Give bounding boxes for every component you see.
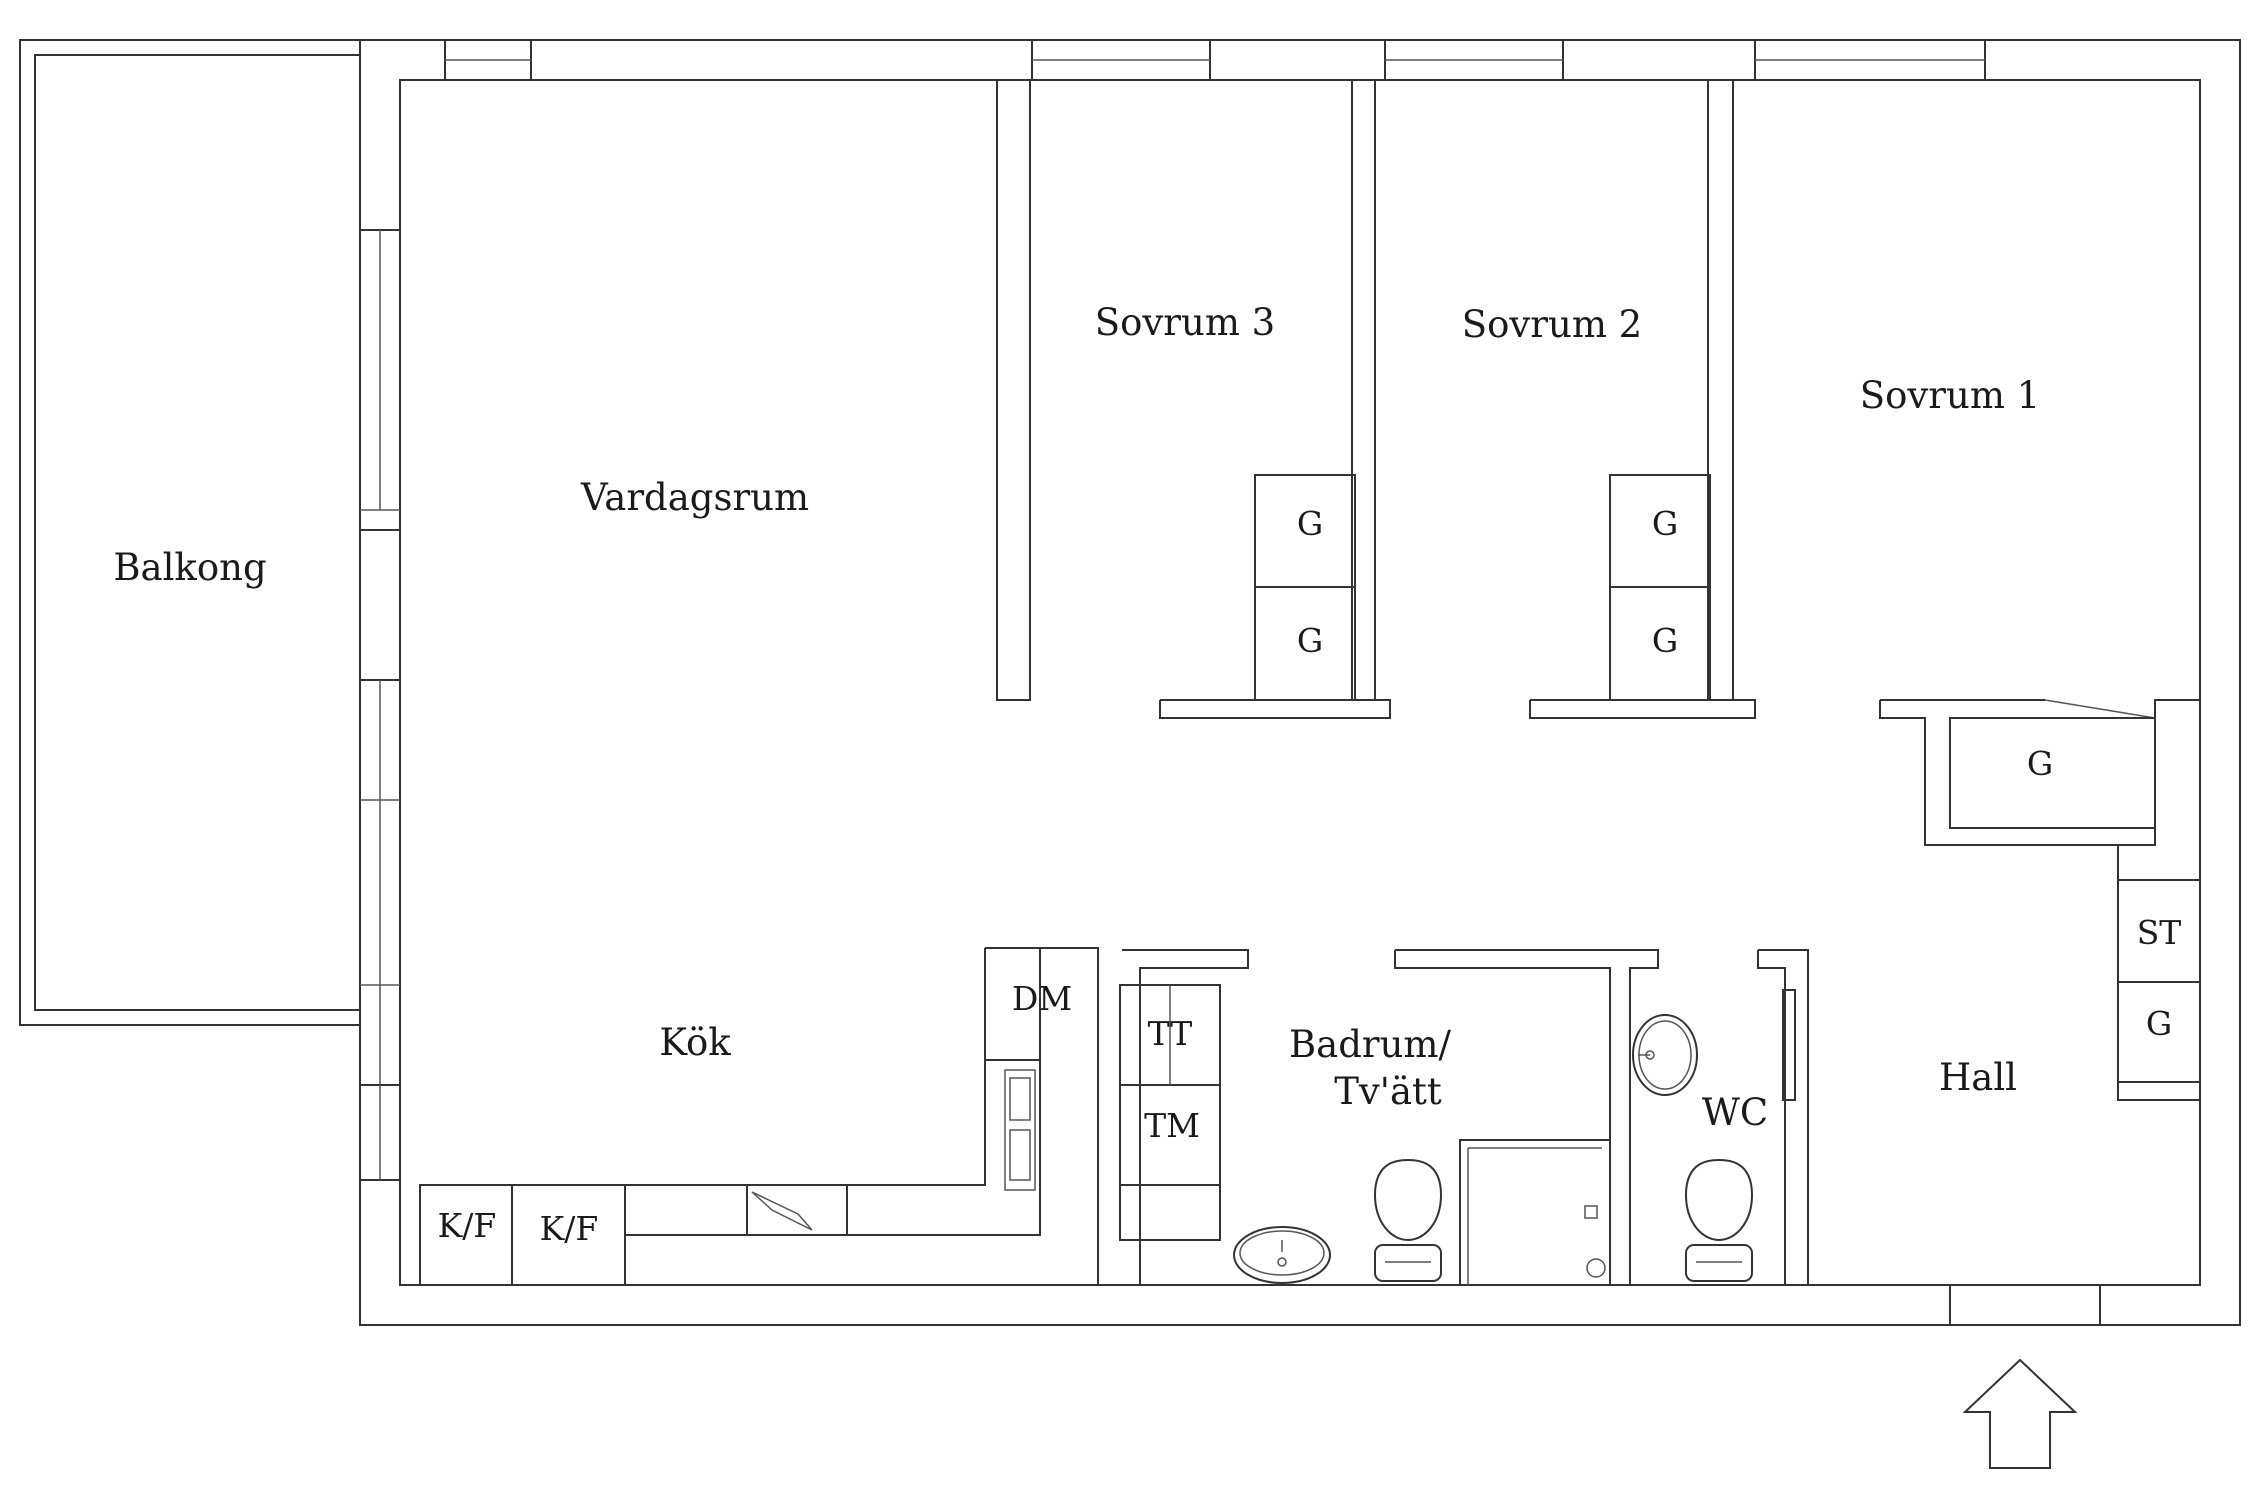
- outer-walls: [359, 39, 2241, 1326]
- fixture-label-g-hall: G: [2146, 1004, 2172, 1043]
- room-label-vardagsrum: Vardagsrum: [580, 476, 809, 519]
- room-label-sovrum-3: Sovrum 3: [1095, 301, 1275, 344]
- room-label-hall: Hall: [1939, 1056, 2017, 1099]
- room-label-balkong: Balkong: [113, 546, 266, 589]
- fixture-label-g-sov2-bottom: G: [1652, 621, 1678, 660]
- fixture-label-tt: TT: [1148, 1014, 1193, 1053]
- arrow-up-icon: [1962, 1358, 2078, 1469]
- fixture-label-st: ST: [2137, 913, 2182, 952]
- fixture-label-g-sov2-top: G: [1652, 504, 1678, 543]
- toilet-icon: [1373, 1158, 1443, 1282]
- room-label-wc: WC: [1702, 1091, 1768, 1134]
- room-label-badrum-line-1: Badrum/: [1289, 1023, 1452, 1066]
- fixture-label-kf-1: K/F: [438, 1206, 497, 1245]
- room-label-badrum-line-2: Tv'ätt: [1334, 1070, 1442, 1113]
- wardrobes: [1254, 474, 2156, 829]
- hall-door: [1949, 1100, 2201, 1325]
- fixture-label-kf-2: K/F: [540, 1209, 599, 1248]
- wet-room-walls: [1122, 949, 1809, 1286]
- sink-icon: [1233, 1226, 1331, 1284]
- room-label-sovrum-2: Sovrum 2: [1462, 303, 1642, 346]
- bedroom-walls: [996, 79, 2200, 846]
- fixture-label-dm: DM: [1012, 979, 1072, 1018]
- fixture-label-tm: TM: [1144, 1106, 1200, 1145]
- hall-storage: [1925, 844, 2201, 1101]
- sink-icon: [1632, 1014, 1698, 1096]
- room-label-sovrum-1: Sovrum 1: [1860, 374, 2040, 417]
- fixture-label-g-sov1: G: [2027, 744, 2053, 783]
- kitchen: [419, 947, 1221, 1286]
- windows-top: [444, 39, 1986, 81]
- toilet-icon: [1684, 1158, 1754, 1282]
- fixture-label-g-sov3-bottom: G: [1297, 621, 1323, 660]
- fixture-label-g-sov3-top: G: [1297, 504, 1323, 543]
- room-label-kok: Kök: [659, 1021, 731, 1064]
- windows-left: [359, 229, 401, 1181]
- balcony: [19, 39, 361, 1026]
